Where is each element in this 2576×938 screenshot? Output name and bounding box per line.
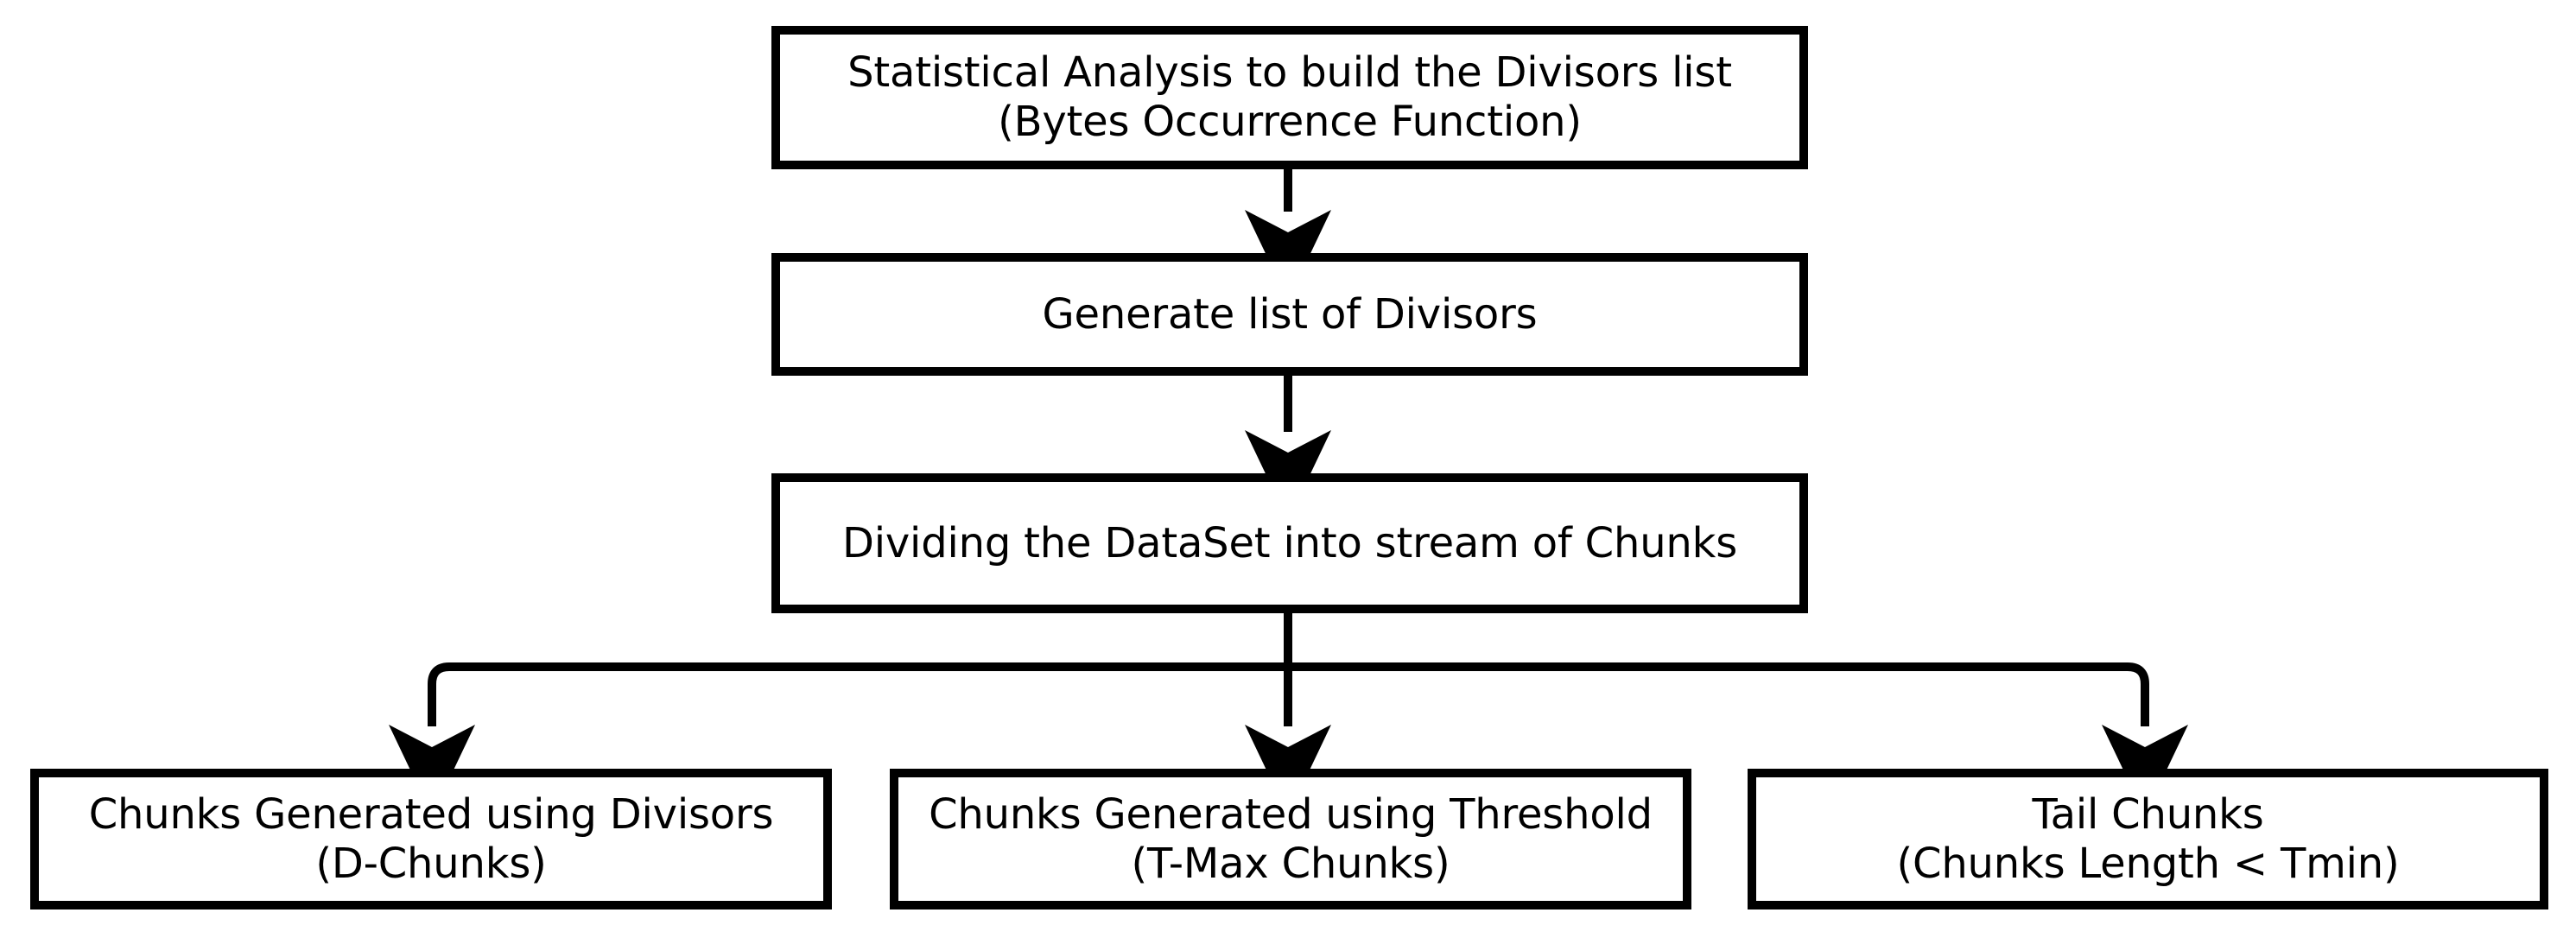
node-t-max-chunks-line-2: (T-Max Chunks) bbox=[1131, 839, 1450, 888]
node-tail-chunks[interactable]: Tail Chunks (Chunks Length < Tmin) bbox=[1748, 769, 2548, 909]
node-d-chunks[interactable]: Chunks Generated using Divisors (D-Chunk… bbox=[30, 769, 832, 909]
node-t-max-chunks-line-1: Chunks Generated using Threshold bbox=[929, 789, 1653, 839]
node-tail-chunks-line-2: (Chunks Length < Tmin) bbox=[1896, 839, 2400, 888]
node-statistical-analysis-line-2: (Bytes Occurrence Function) bbox=[998, 98, 1582, 146]
node-d-chunks-line-1: Chunks Generated using Divisors bbox=[88, 789, 774, 839]
node-statistical-analysis[interactable]: Statistical Analysis to build the Diviso… bbox=[771, 26, 1808, 169]
node-dividing-the-dataset[interactable]: Dividing the DataSet into stream of Chun… bbox=[771, 473, 1808, 613]
node-d-chunks-line-2: (D-Chunks) bbox=[315, 839, 547, 888]
node-dividing-the-dataset-line-1: Dividing the DataSet into stream of Chun… bbox=[841, 518, 1738, 567]
node-t-max-chunks[interactable]: Chunks Generated using Threshold (T-Max … bbox=[890, 769, 1691, 909]
node-generate-list-of-divisors[interactable]: Generate list of Divisors bbox=[771, 253, 1808, 376]
node-generate-list-of-divisors-line-1: Generate list of Divisors bbox=[1042, 289, 1538, 339]
node-statistical-analysis-line-1: Statistical Analysis to build the Diviso… bbox=[847, 48, 1732, 98]
node-tail-chunks-line-1: Tail Chunks bbox=[2032, 789, 2264, 839]
